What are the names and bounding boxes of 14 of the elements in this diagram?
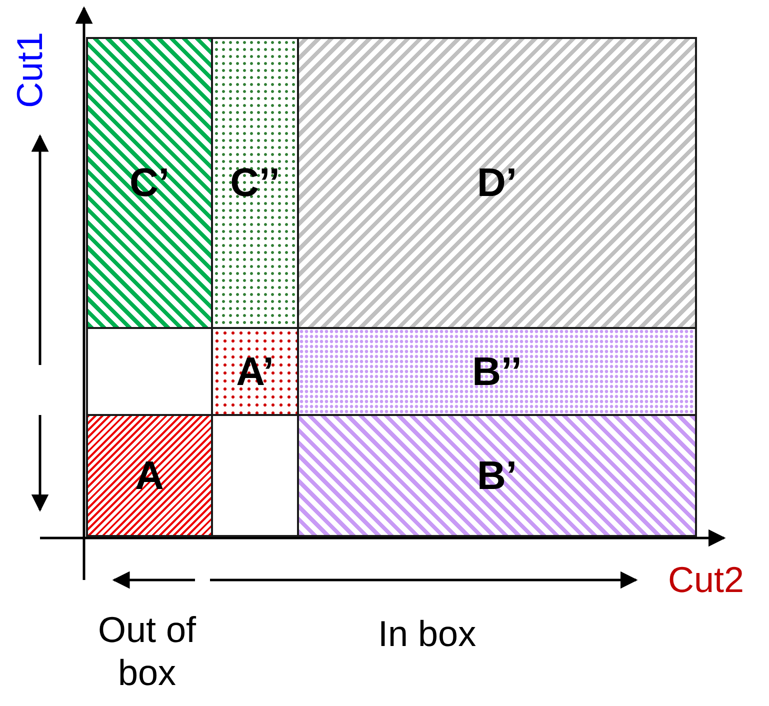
region-label: A’ — [236, 352, 274, 392]
region-label: C’’ — [230, 163, 280, 203]
region-area — [86, 414, 213, 537]
region-label: D’ — [477, 163, 517, 203]
region-area — [297, 414, 697, 537]
region-area — [86, 37, 213, 329]
region-area — [297, 327, 697, 416]
range-label: Out of box — [96, 608, 198, 694]
region-area — [297, 37, 697, 329]
range-label: In box — [378, 612, 476, 656]
axis-label: Cut2 — [668, 558, 744, 602]
axis-label: Cut1 — [8, 32, 51, 108]
region-label: B’ — [477, 456, 517, 496]
region-label: B’’ — [472, 352, 522, 392]
